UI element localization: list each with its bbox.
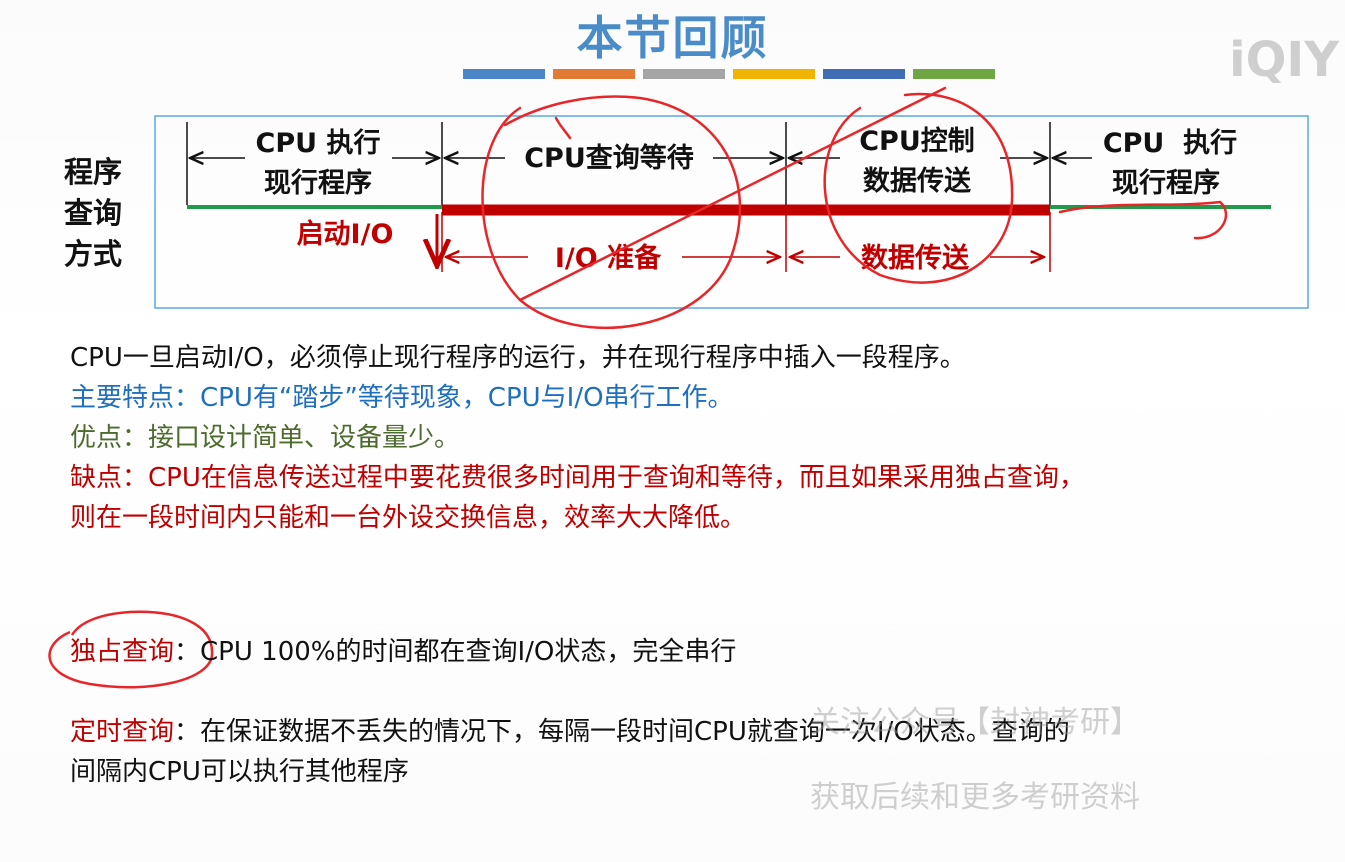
watermark-line: 关注公众号【封神考研】 [810,705,1140,740]
color-swatch [733,69,815,79]
start-io-label: 启动I/O [297,219,394,250]
watermark-line: 获取后续和更多考研资料 [810,780,1140,815]
note-description: CPU一旦启动I/O，必须停止现行程序的运行，并在现行程序中插入一段程序。 [70,343,966,373]
method-label-line: 查询 [64,196,123,230]
lower-dividers [441,212,1051,272]
segment-cpu-transfer-label: 数据传送 [863,166,971,197]
timed-query-desc-cont: 间隔内CPU可以执行其他程序 [70,757,409,787]
diagram-frame [154,115,1309,309]
io-prepare-label: I/O 准备 [555,243,662,274]
note-disadvantage-cont: 则在一段时间内只能和一台外设交换信息，效率大大降低。 [70,503,747,533]
segment-cpu-transfer-label: CPU控制 [859,126,975,157]
segment-cpu-run-label: CPU 执行 [256,127,381,159]
slide-title: 本节回顾 [576,11,769,65]
timed-query-desc: ：在保证数据不丢失的情况下，每隔一段时间CPU就查询一次I/O状态。查询的 [174,717,1070,747]
method-label-line: 方式 [64,237,123,271]
segment-dividers [186,122,1051,205]
note-disadvantage: 缺点：CPU在信息传送过程中要花费很多时间用于查询和等待，而且如果采用独占查询， [70,463,1085,493]
note-advantage: 优点：接口设计简单、设备量少。 [70,423,461,453]
exclusive-query-desc: CPU 100%的时间都在查询I/O状态，完全串行 [200,637,737,667]
notes: CPU一旦启动I/O，必须停止现行程序的运行，并在现行程序中插入一段程序。 主要… [70,338,1085,538]
segment-cpu-resume-label: 现行程序 [1112,167,1220,199]
exclusive-query-colon: ： [174,637,201,667]
method-label-line: 程序 [64,155,123,189]
color-swatch [643,69,725,79]
timed-query: 定时查询：在保证数据不丢失的情况下，每隔一段时间CPU就查询一次I/O状态。查询… [70,712,1070,792]
data-transfer-label: 数据传送 [861,243,969,274]
exclusive-query-label: 独占查询 [70,637,175,667]
color-swatch [823,69,905,79]
segment-cpu-wait-label: CPU查询等待 [524,142,694,174]
segment-cpu-run-label: 现行程序 [264,167,372,199]
timed-query-label: 定时查询 [70,717,175,747]
exclusive-query: 独占查询：CPU 100%的时间都在查询I/O状态，完全串行 [70,632,736,672]
handwritten-annotations [481,86,1228,329]
color-swatch [463,69,545,79]
segment-cpu-resume-label: CPU 执行 [1103,127,1237,159]
color-swatch [553,69,635,79]
method-label: 程序 查询 方式 [64,152,136,275]
title-color-bar [463,69,995,79]
video-logo-watermark: iQIY [1229,32,1339,88]
note-main-feature: 主要特点：CPU有“踏步”等待现象，CPU与I/O串行工作。 [70,383,734,413]
color-swatch [913,69,995,79]
